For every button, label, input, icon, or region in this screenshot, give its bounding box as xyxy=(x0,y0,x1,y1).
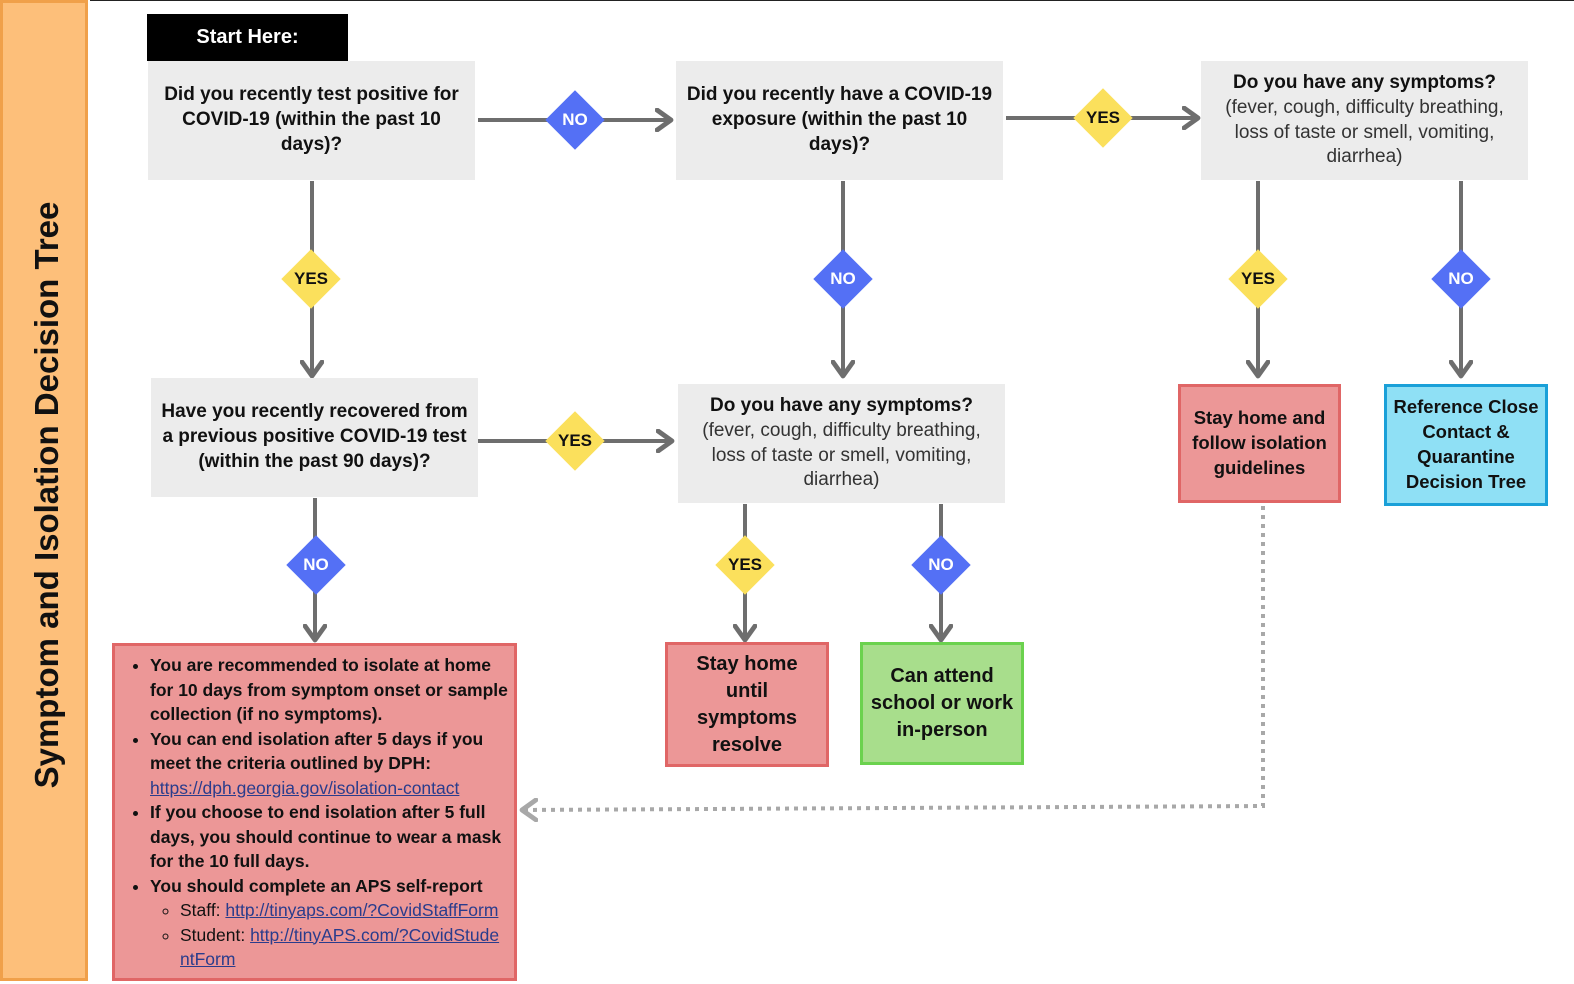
answer-yes-diamond: YES xyxy=(546,412,604,470)
answer-no-diamond: NO xyxy=(912,536,970,594)
outcome-text: Can attend school or work in-person xyxy=(870,665,1014,741)
student-form-item: Student: http://tinyAPS.com/?CovidStuden… xyxy=(180,923,508,972)
answer-label: NO xyxy=(830,269,856,288)
outcome-text: Reference Close Contact & Quarantine Dec… xyxy=(1393,396,1539,492)
answer-label: YES xyxy=(1085,108,1121,127)
sidebar: Symptom and Isolation Decision Tree xyxy=(0,0,88,981)
outcome-reference-tree: Reference Close Contact & Quarantine Dec… xyxy=(1384,384,1548,506)
start-here-label: Start Here: xyxy=(147,14,348,61)
top-divider xyxy=(90,0,1574,1)
answer-label: YES xyxy=(1240,269,1276,288)
student-label: Student: xyxy=(180,924,246,945)
answer-label: YES xyxy=(293,269,329,288)
outcome-text: Stay home until symptoms resolve xyxy=(696,652,798,756)
answer-no-diamond: NO xyxy=(814,250,872,308)
question-tested-positive: Did you recently test positive for COVID… xyxy=(148,61,475,180)
question-tested-positive-text: Did you recently test positive for COVID… xyxy=(164,84,459,155)
answer-label: NO xyxy=(303,555,329,574)
question-symptoms-title: Do you have any symptoms? xyxy=(710,395,973,417)
question-exposure-text: Did you recently have a COVID-19 exposur… xyxy=(686,84,993,155)
answer-no-diamond: NO xyxy=(546,91,604,149)
answer-label: NO xyxy=(1448,269,1474,288)
answer-no-diamond: NO xyxy=(1432,250,1490,308)
isolation-item: You can end isolation after 5 days if yo… xyxy=(150,727,508,801)
question-recovered-text: Have you recently recovered from a previ… xyxy=(161,401,468,472)
isolation-item-text: You can end isolation after 5 days if yo… xyxy=(150,728,484,774)
isolation-instructions-box: You are recommended to isolate at home f… xyxy=(112,643,517,981)
arrow-isolate-to-box xyxy=(522,506,1265,810)
isolation-item-text: You are recommended to isolate at home f… xyxy=(150,655,508,724)
isolation-item: If you choose to end isolation after 5 f… xyxy=(150,800,508,874)
outcome-stay-home-until-resolve: Stay home until symptoms resolve xyxy=(665,642,829,767)
answer-yes-diamond: YES xyxy=(716,536,774,594)
answer-label: NO xyxy=(562,110,588,129)
answer-yes-diamond: YES xyxy=(1229,250,1287,308)
question-symptoms-exposed: Do you have any symptoms? (fever, cough,… xyxy=(1201,61,1528,180)
outcome-text: Stay home and follow isolation guideline… xyxy=(1192,407,1327,478)
isolation-item-text: If you choose to end isolation after 5 f… xyxy=(150,802,502,871)
answer-label: NO xyxy=(928,555,954,574)
isolation-item: You should complete an APS self-report S… xyxy=(150,874,508,972)
question-symptoms-detail: (fever, cough, difficulty breathing, los… xyxy=(1225,96,1504,168)
answer-no-diamond: NO xyxy=(287,536,345,594)
isolation-item: You are recommended to isolate at home f… xyxy=(150,653,508,727)
isolation-list: You are recommended to isolate at home f… xyxy=(115,653,508,972)
outcome-stay-home-isolate: Stay home and follow isolation guideline… xyxy=(1178,384,1341,503)
question-symptoms-recovered: Do you have any symptoms? (fever, cough,… xyxy=(678,384,1005,503)
question-exposure: Did you recently have a COVID-19 exposur… xyxy=(676,61,1003,180)
answer-label: YES xyxy=(557,431,593,450)
self-report-links: Staff: http://tinyaps.com/?CovidStaffFor… xyxy=(150,898,508,972)
dph-isolation-link[interactable]: https://dph.georgia.gov/isolation-contac… xyxy=(150,777,460,798)
outcome-attend-in-person: Can attend school or work in-person xyxy=(860,642,1024,765)
answer-yes-diamond: YES xyxy=(1074,89,1132,147)
isolation-item-text: You should complete an APS self-report xyxy=(150,875,483,896)
staff-form-link[interactable]: http://tinyaps.com/?CovidStaffForm xyxy=(225,900,499,920)
answer-label: YES xyxy=(727,555,763,574)
question-symptoms-title: Do you have any symptoms? xyxy=(1233,72,1496,94)
question-recovered: Have you recently recovered from a previ… xyxy=(151,378,478,497)
answer-yes-diamond: YES xyxy=(282,250,340,308)
staff-label: Staff: xyxy=(180,900,221,920)
question-symptoms-detail: (fever, cough, difficulty breathing, los… xyxy=(702,419,981,491)
staff-form-item: Staff: http://tinyaps.com/?CovidStaffFor… xyxy=(180,898,508,923)
student-form-link[interactable]: http://tinyAPS.com/?CovidStudentForm xyxy=(180,924,500,970)
